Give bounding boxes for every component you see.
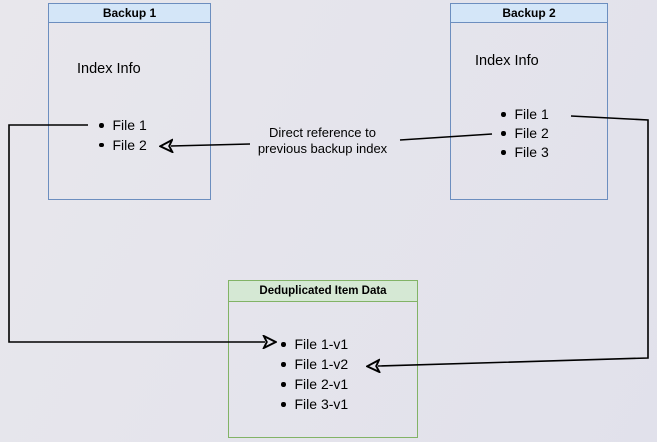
backup2-title: Backup 2 — [451, 4, 607, 23]
backup2-subtitle: Index Info — [475, 53, 539, 69]
list-item: File 2-v1 — [281, 374, 349, 394]
backup2-file-list: File 1 File 2 File 3 — [501, 105, 549, 162]
edge-label-line2: previous backup index — [257, 141, 388, 156]
list-item: File 1-v2 — [281, 354, 349, 374]
list-item: File 3 — [501, 143, 549, 162]
dedup-file-list: File 1-v1 File 1-v2 File 2-v1 File 3-v1 — [281, 334, 349, 414]
edge-label: Direct reference to previous backup inde… — [240, 125, 405, 157]
list-item: File 2 — [501, 124, 549, 143]
list-item: File 1-v1 — [281, 334, 349, 354]
list-item: File 2 — [99, 136, 147, 156]
deduplicated-item-data-box: Deduplicated Item Data File 1-v1 File 1-… — [228, 280, 418, 438]
backup2-box: Backup 2 Index Info File 1 File 2 File 3 — [450, 3, 608, 200]
dedup-title: Deduplicated Item Data — [229, 281, 417, 302]
list-item: File 1 — [501, 105, 549, 124]
list-item: File 1 — [99, 116, 147, 136]
backup1-box: Backup 1 Index Info File 1 File 2 — [48, 3, 211, 200]
backup1-file-list: File 1 File 2 — [99, 116, 147, 155]
edge-label-line1: Direct reference to — [269, 125, 376, 140]
backup1-title: Backup 1 — [49, 4, 210, 23]
list-item: File 3-v1 — [281, 394, 349, 414]
backup1-subtitle: Index Info — [77, 61, 141, 77]
